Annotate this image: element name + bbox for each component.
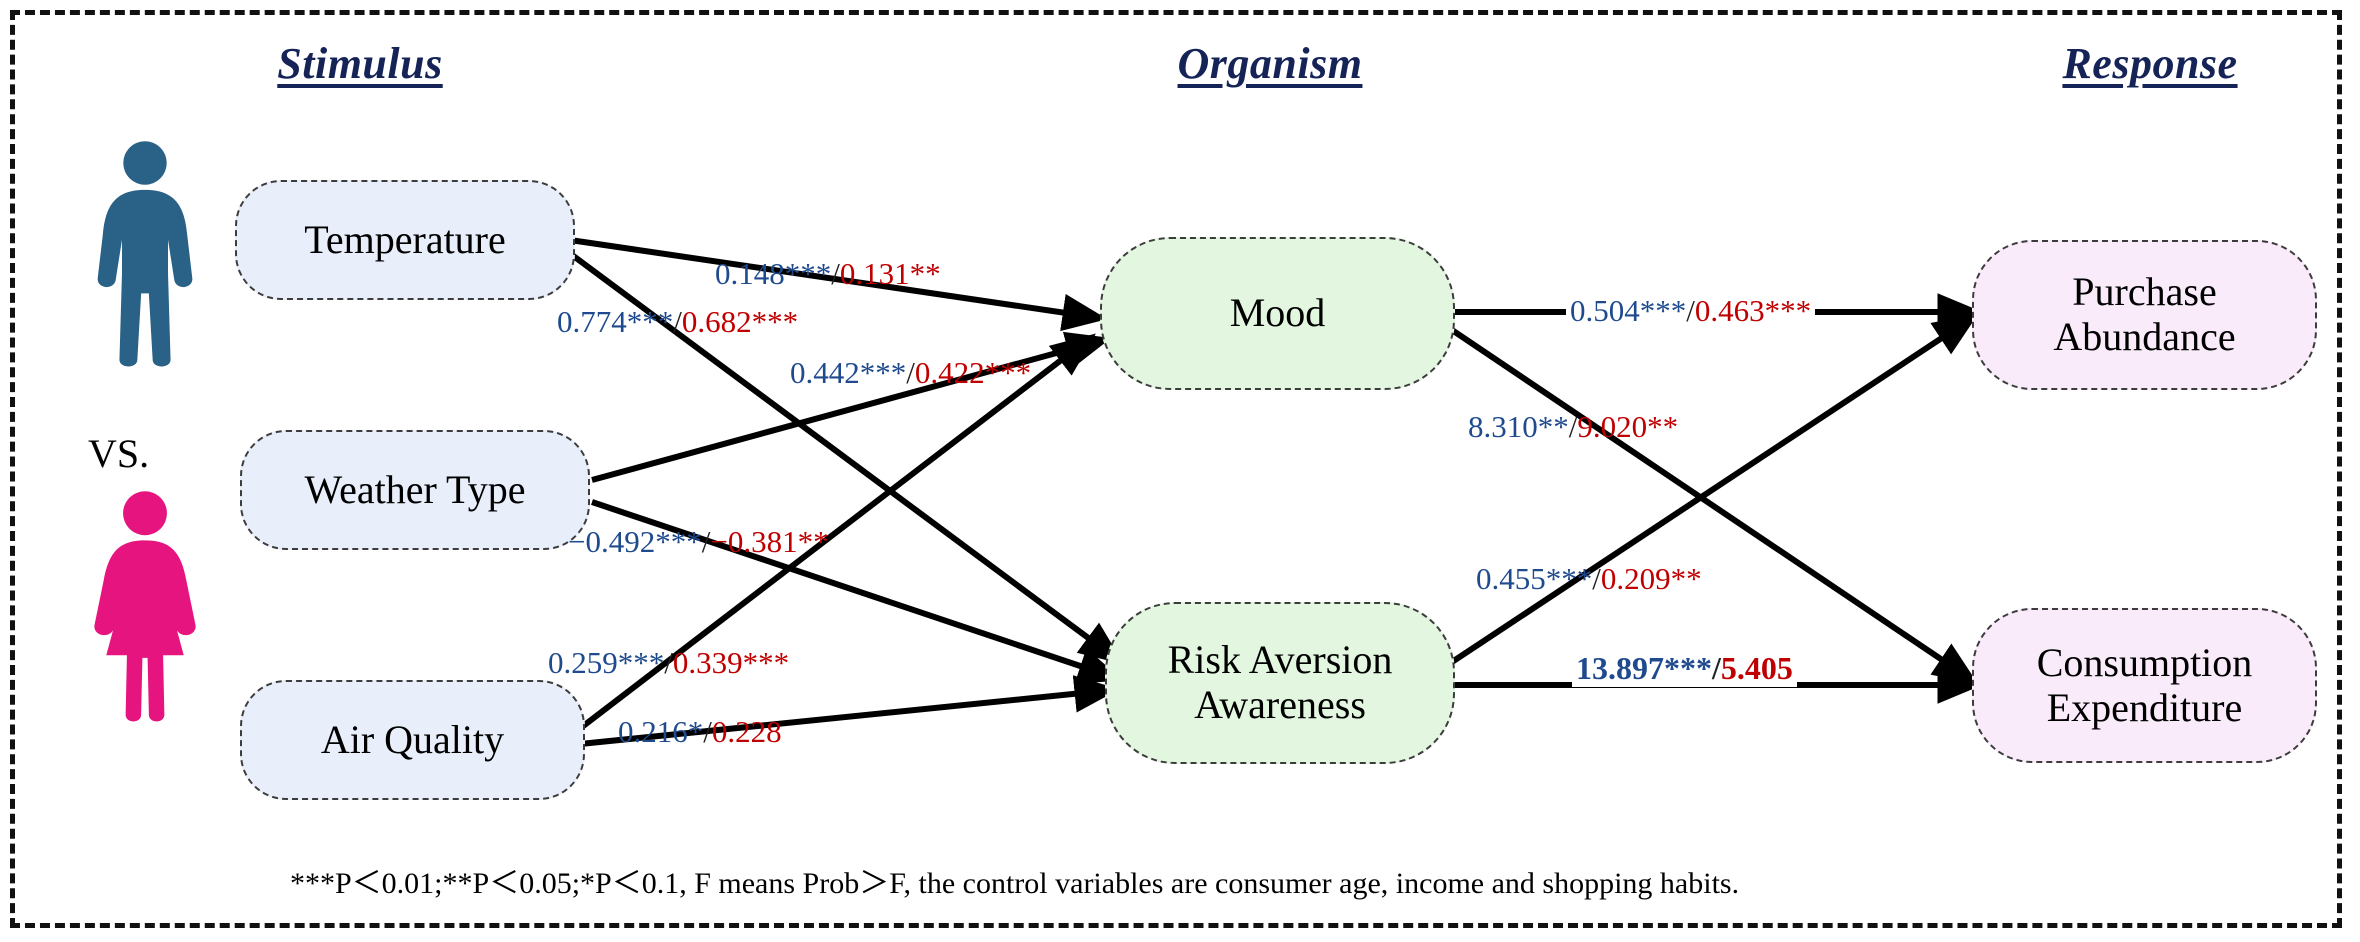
coef-separator: / <box>1568 409 1578 444</box>
diagram-outer-border <box>10 10 2342 928</box>
coef-male-value: 0.216* <box>618 714 704 749</box>
coef-male-value: 0.455*** <box>1476 561 1593 596</box>
coef-female-value: 9.020** <box>1577 409 1679 444</box>
coef-female-value: 0.463*** <box>1694 293 1812 328</box>
node-risk-aversion-awareness-label: Risk Aversion Awareness <box>1167 637 1393 727</box>
coef-female-value: 0.682*** <box>681 304 799 339</box>
column-title-response: Response <box>2062 39 2238 88</box>
edge-label-mood-purchase: 0.504***/0.463*** <box>1566 293 1816 329</box>
coef-separator: / <box>1686 293 1695 328</box>
coef-female-value: 5.405 <box>1720 650 1793 686</box>
coef-female-value: 0.339*** <box>672 645 790 680</box>
column-title-stimulus: Stimulus <box>277 39 443 88</box>
coef-female-value: 0.228 <box>711 714 782 749</box>
coef-male-value: −0.492*** <box>568 524 702 559</box>
coef-separator: / <box>701 524 711 559</box>
node-risk-aversion-awareness[interactable]: Risk Aversion Awareness <box>1105 602 1455 764</box>
coef-female-value: 0.209** <box>1600 561 1702 596</box>
coef-male-value: 0.442*** <box>790 355 907 390</box>
coef-male-value: 13.897*** <box>1576 650 1712 686</box>
coef-separator: / <box>703 714 712 749</box>
coef-separator: / <box>673 304 682 339</box>
column-title-organism: Organism <box>1177 39 1363 88</box>
coef-separator: / <box>831 256 840 291</box>
edge-label-temperature-mood: 0.148***/0.131** <box>715 256 941 292</box>
edge-label-temperature-risk: 0.774***/0.682*** <box>557 304 798 340</box>
node-consumption-expenditure-label: Consumption Expenditure <box>2036 639 2253 730</box>
coef-female-value: 0.422*** <box>914 355 1032 390</box>
coef-separator: / <box>1592 561 1601 596</box>
edge-label-mood-consumption: 8.310**/9.020** <box>1468 409 1678 445</box>
male-figure-icon <box>80 140 210 370</box>
edge-label-risk-consumption: 13.897***/5.405 <box>1572 650 1797 687</box>
female-figure-icon <box>80 490 210 725</box>
coef-separator: / <box>906 355 915 390</box>
node-air-quality-label: Air Quality <box>320 716 505 762</box>
edge-label-air-risk: 0.216*/0.228 <box>618 714 782 750</box>
node-mood[interactable]: Mood <box>1100 237 1455 390</box>
coef-separator: / <box>664 645 673 680</box>
edge-label-weather-risk: −0.492***/−0.381** <box>568 524 829 560</box>
node-temperature[interactable]: Temperature <box>235 180 575 300</box>
node-mood-label: Mood <box>1229 290 1326 336</box>
node-air-quality[interactable]: Air Quality <box>240 680 585 800</box>
edge-label-weather-mood: 0.442***/0.422*** <box>790 355 1031 391</box>
coef-female-value: −0.381** <box>710 524 829 559</box>
node-weather-type[interactable]: Weather Type <box>240 430 590 550</box>
vs-label: VS. <box>88 431 150 476</box>
coef-separator: / <box>1712 650 1721 686</box>
node-weather-type-label: Weather Type <box>304 466 526 512</box>
coef-male-value: 0.148*** <box>715 256 832 291</box>
edge-label-air-mood: 0.259***/0.339*** <box>548 645 789 681</box>
coef-male-value: 8.310** <box>1468 409 1569 444</box>
significance-footnote: ***P＜0.01;**P＜0.05;*P＜0.1, F means Prob＞… <box>290 867 1740 900</box>
node-consumption-expenditure[interactable]: Consumption Expenditure <box>1972 608 2317 763</box>
node-purchase-abundance[interactable]: Purchase Abundance <box>1972 240 2317 390</box>
coef-male-value: 0.774*** <box>557 304 674 339</box>
node-purchase-abundance-label: Purchase Abundance <box>2053 269 2236 359</box>
coef-male-value: 0.504*** <box>1570 293 1687 328</box>
node-temperature-label: Temperature <box>304 216 506 262</box>
edge-label-risk-purchase: 0.455***/0.209** <box>1476 561 1702 597</box>
coef-male-value: 0.259*** <box>548 645 665 680</box>
coef-female-value: 0.131** <box>839 256 941 291</box>
